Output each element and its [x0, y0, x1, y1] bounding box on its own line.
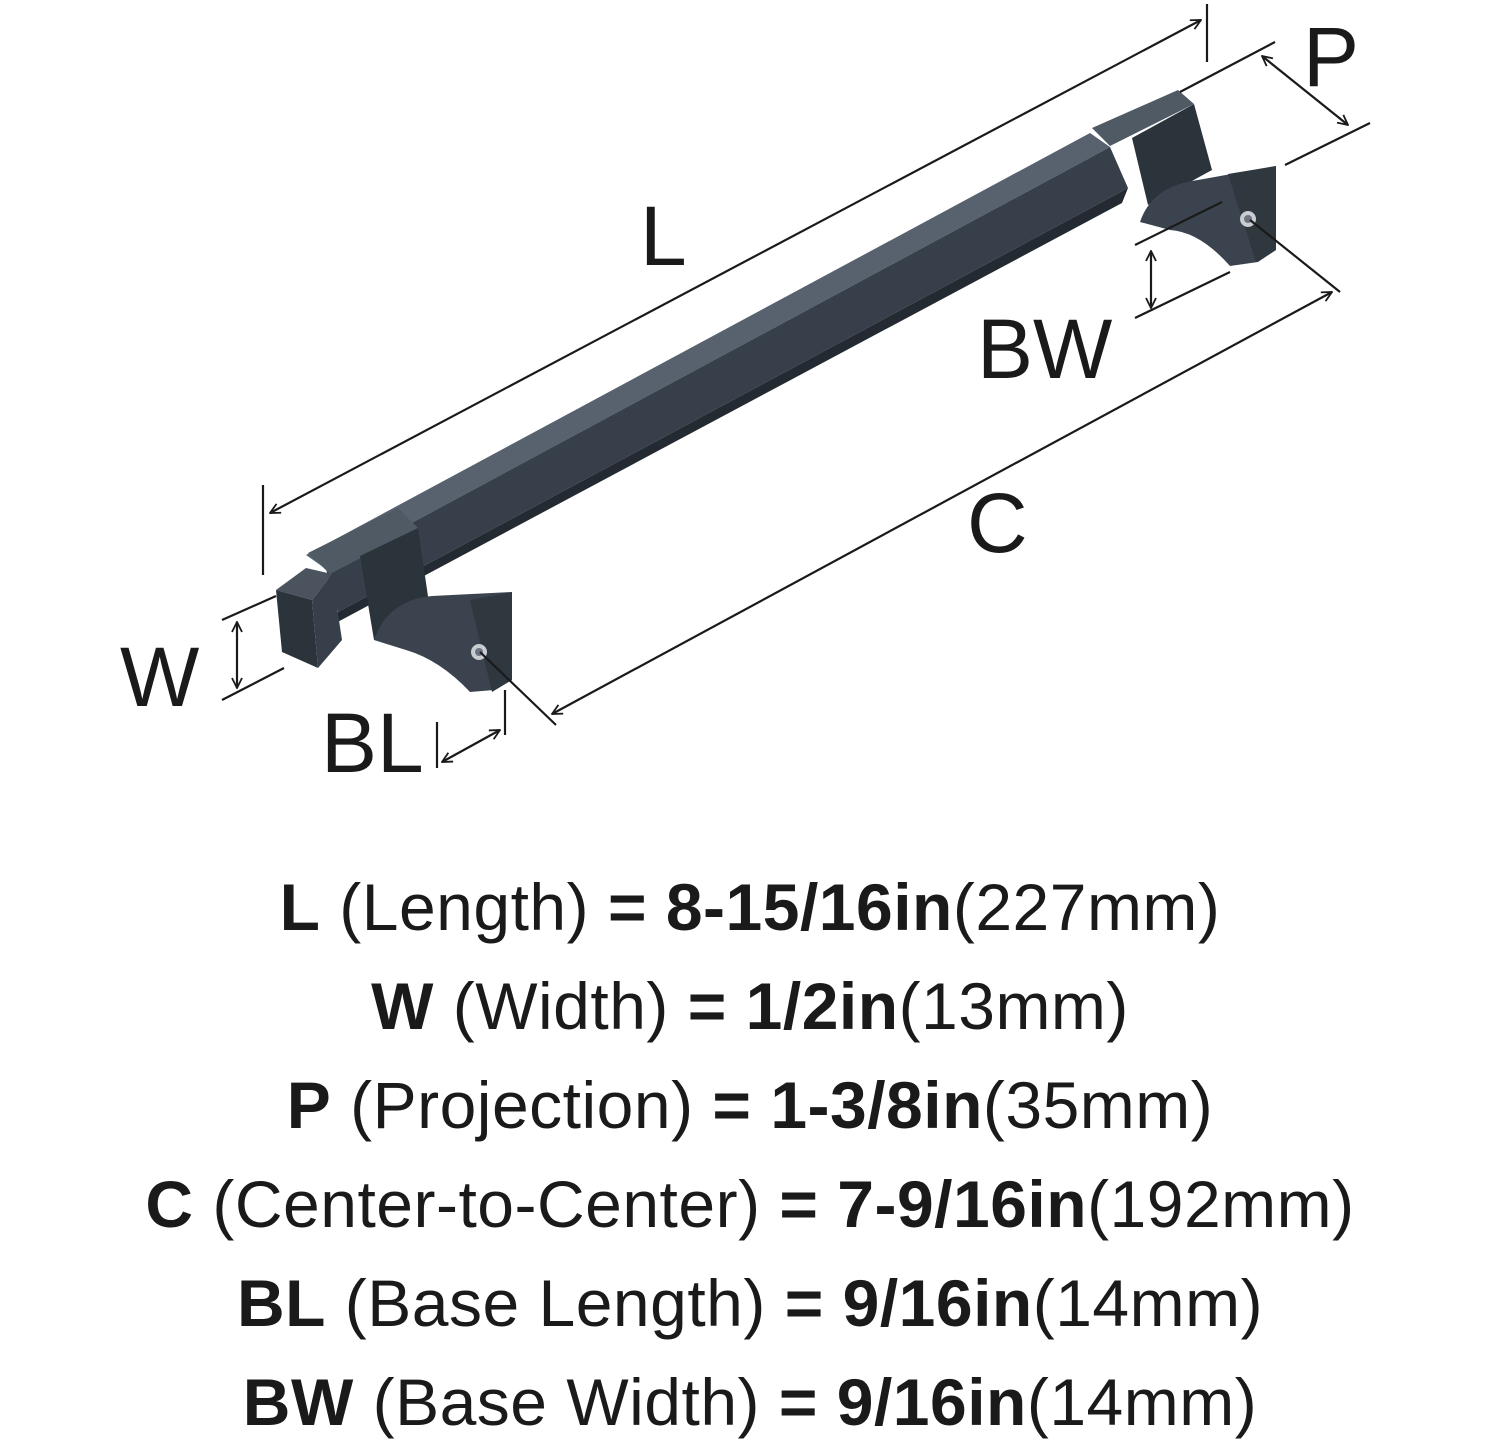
dimension-specs-list: L (Length) = 8-15/16in(227mm) W (Width) … — [0, 858, 1500, 1452]
spec-millimeters: (227mm) — [952, 870, 1221, 944]
label-p: P — [1303, 10, 1359, 104]
spec-millimeters: (14mm) — [1026, 1365, 1258, 1439]
spec-equals: = — [784, 1266, 824, 1340]
spec-name: (Projection) — [350, 1068, 694, 1142]
cabinet-pull-diagram: L P BW C W BL — [120, 4, 1371, 790]
p-extension-bottom — [1284, 122, 1371, 166]
left-end-cap — [276, 568, 342, 668]
spec-projection: P (Projection) = 1-3/8in(35mm) — [0, 1056, 1500, 1155]
spec-millimeters: (13mm) — [898, 969, 1129, 1043]
left-post — [308, 508, 512, 692]
bl-dimension-line — [442, 730, 500, 762]
label-bl: BL — [321, 696, 424, 790]
spec-name: (Center-to-Center) — [212, 1167, 761, 1241]
spec-millimeters: (14mm) — [1032, 1266, 1264, 1340]
spec-symbol: W — [371, 969, 434, 1043]
spec-equals: = — [687, 969, 727, 1043]
label-c: C — [967, 476, 1028, 570]
label-l: L — [640, 189, 687, 283]
spec-inches: 9/16in — [842, 1266, 1033, 1340]
w-extension-bottom — [221, 667, 285, 701]
spec-length: L (Length) = 8-15/16in(227mm) — [0, 858, 1500, 957]
spec-width: W (Width) = 1/2in(13mm) — [0, 957, 1500, 1056]
spec-inches: 8-15/16in — [665, 870, 953, 944]
spec-base-length: BL (Base Length) = 9/16in(14mm) — [0, 1254, 1500, 1353]
spec-symbol: C — [145, 1167, 194, 1241]
spec-name: (Base Width) — [372, 1365, 761, 1439]
spec-millimeters: (35mm) — [982, 1068, 1214, 1142]
spec-equals: = — [712, 1068, 752, 1142]
p-extension-top — [1179, 41, 1276, 93]
spec-equals: = — [779, 1167, 819, 1241]
spec-center-to-center: C (Center-to-Center) = 7-9/16in(192mm) — [0, 1155, 1500, 1254]
spec-name: (Base Length) — [344, 1266, 766, 1340]
spec-symbol: BL — [236, 1266, 326, 1340]
l-dimension-line — [270, 19, 1201, 514]
spec-symbol: P — [286, 1068, 332, 1142]
spec-symbol: BW — [242, 1365, 354, 1439]
bw-extension-bottom — [1134, 271, 1231, 319]
p-dimension-line — [1262, 56, 1348, 125]
spec-inches: 9/16in — [836, 1365, 1027, 1439]
c-dimension-line — [552, 291, 1332, 715]
spec-base-width: BW (Base Width) = 9/16in(14mm) — [0, 1353, 1500, 1452]
label-w: W — [120, 630, 199, 724]
spec-inches: 1-3/8in — [770, 1068, 983, 1142]
spec-millimeters: (192mm) — [1087, 1167, 1355, 1241]
label-bw: BW — [977, 302, 1112, 396]
dimension-lines — [221, 4, 1371, 768]
spec-equals: = — [607, 870, 647, 944]
c-centerline-left — [479, 651, 557, 726]
w-extension-top — [221, 594, 277, 622]
spec-inches: 7-9/16in — [837, 1167, 1088, 1241]
spec-name: (Length) — [339, 870, 590, 944]
spec-inches: 1/2in — [745, 969, 899, 1043]
c-centerline-right — [1249, 219, 1341, 293]
spec-name: (Width) — [452, 969, 669, 1043]
bw-extension-top — [1134, 201, 1223, 246]
spec-symbol: L — [279, 870, 321, 944]
spec-equals: = — [778, 1365, 818, 1439]
